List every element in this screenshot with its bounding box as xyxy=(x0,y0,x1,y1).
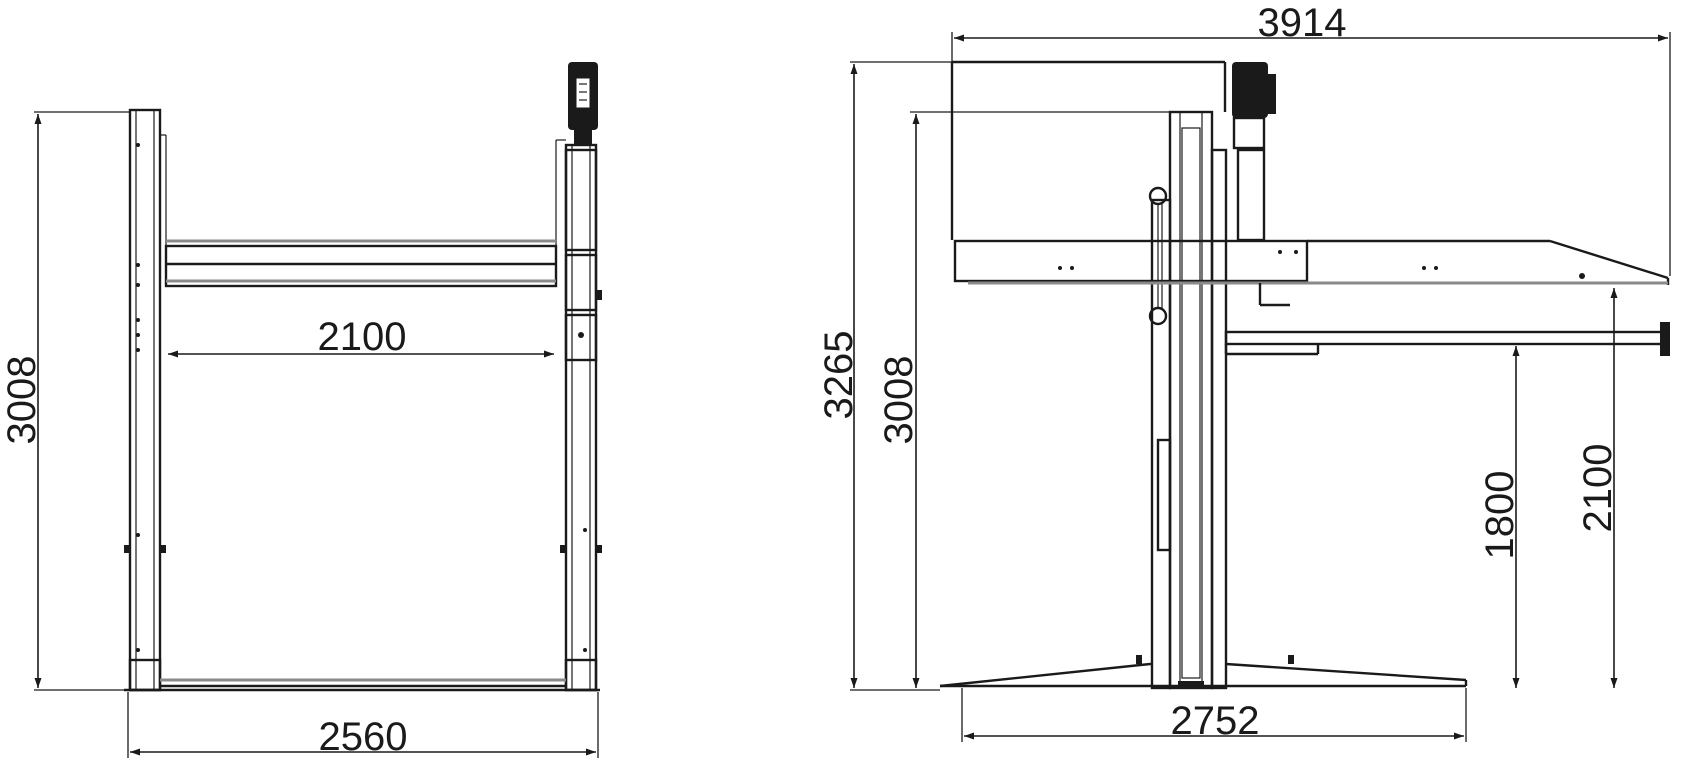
dim-front-overall-width: 2560 xyxy=(127,692,599,759)
front-overall-width-label: 2560 xyxy=(319,715,408,759)
side-top-beam xyxy=(950,60,1227,240)
front-left-column xyxy=(124,108,167,692)
side-base xyxy=(939,655,1468,688)
side-base-length-label: 2752 xyxy=(1171,699,1260,743)
side-view: 3914 3265 3008 1800 2100 xyxy=(817,1,1671,743)
dim-front-platform-width: 2100 xyxy=(168,315,554,359)
side-upper-clearance-label: 2100 xyxy=(1576,444,1620,533)
dim-front-total-height: 3008 xyxy=(0,111,130,691)
side-overall-length-label: 3914 xyxy=(1258,1,1347,45)
front-upper-platform xyxy=(164,239,558,288)
dim-side-base-length: 2752 xyxy=(961,688,1467,743)
dim-side-overall-height: 3265 xyxy=(817,61,952,691)
front-motor-unit xyxy=(568,62,598,144)
dim-side-overall-length: 3914 xyxy=(951,1,1671,276)
front-view: 3008 2100 2560 xyxy=(0,62,602,759)
side-lower-arm xyxy=(1224,322,1670,356)
front-right-column xyxy=(555,139,602,692)
dim-side-lower-clearance: 1800 xyxy=(1478,346,1522,688)
dim-side-column-height: 3008 xyxy=(877,111,1170,688)
side-overall-height-label: 3265 xyxy=(817,331,861,420)
side-column xyxy=(1148,110,1228,690)
front-ground-platform xyxy=(124,678,600,692)
front-height-label: 3008 xyxy=(0,356,44,445)
side-column-height-label: 3008 xyxy=(877,356,921,445)
front-platform-width-label: 2100 xyxy=(318,315,407,359)
side-lower-clearance-label: 1800 xyxy=(1478,471,1522,560)
side-upper-platform xyxy=(953,239,1670,307)
dim-side-upper-clearance: 2100 xyxy=(1576,288,1620,688)
side-motor-unit xyxy=(1232,62,1276,242)
